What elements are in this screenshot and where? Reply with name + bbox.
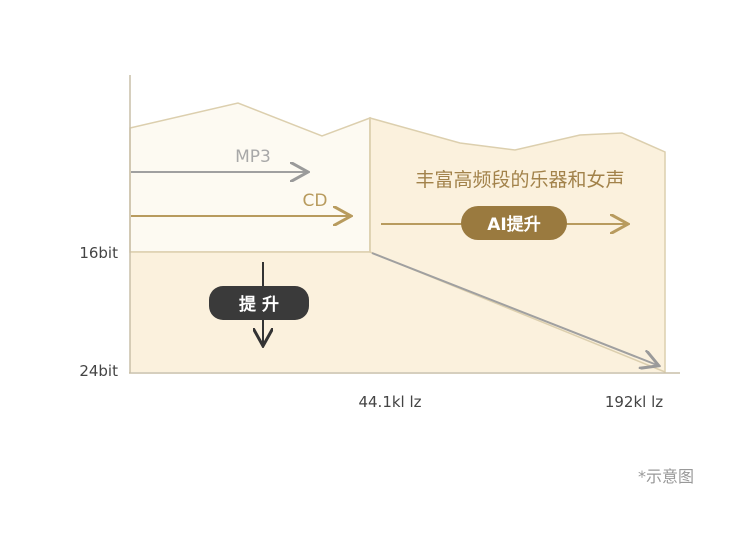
ai-upgrade-label: AI提升 xyxy=(487,215,540,235)
original-range-region xyxy=(129,102,371,253)
x-label-44khz: 44.1kl lz xyxy=(358,393,421,411)
frequency-extension-arrow xyxy=(371,252,657,365)
y-label-16bit: 16bit xyxy=(79,244,118,262)
y-label-24bit: 24bit xyxy=(79,362,118,380)
cd-label: CD xyxy=(303,191,328,211)
frequency-extension-region xyxy=(369,117,666,374)
schematic-footnote: *示意图 xyxy=(638,467,694,486)
mp3-label: MP3 xyxy=(235,147,271,167)
bit-depth-upgrade-label: 提 升 xyxy=(239,295,279,315)
bit-depth-upgrade-badge xyxy=(209,286,309,320)
ai-upgrade-badge xyxy=(461,206,567,240)
x-label-192khz: 192kl lz xyxy=(605,393,663,411)
high-frequency-callout: 丰富高频段的乐器和女声 xyxy=(415,169,624,191)
